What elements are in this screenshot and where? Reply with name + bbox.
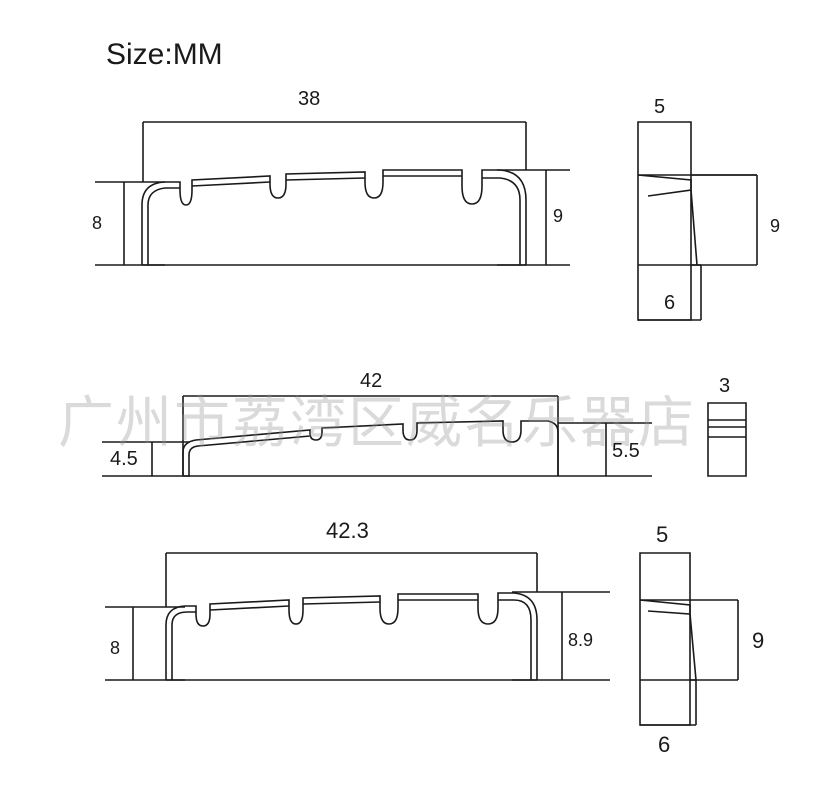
nut-1-left-height-label: 8 bbox=[92, 213, 103, 233]
nut-2-front-view bbox=[102, 396, 652, 476]
nut-1-side-view bbox=[638, 122, 757, 320]
nut-1-right-height-label: 9 bbox=[553, 206, 564, 226]
nut-3-side-bottom-label: 6 bbox=[658, 732, 671, 757]
nut-2-length-label: 42 bbox=[360, 370, 383, 392]
nut-1-side-height-label: 9 bbox=[770, 216, 781, 236]
nut-3-side-top-label: 5 bbox=[656, 522, 669, 547]
nut-2-right-height-label: 5.5 bbox=[612, 440, 640, 462]
nut-2-side-view bbox=[708, 403, 746, 476]
nut-1-side-top-label: 5 bbox=[654, 96, 666, 118]
size-unit-title: Size:MM bbox=[106, 38, 223, 71]
nut-3-right-height-label: 8.9 bbox=[568, 630, 594, 650]
nut-3-side-view bbox=[640, 553, 738, 725]
nut-3-side-height-label: 9 bbox=[752, 628, 765, 653]
nut-1-length-label: 38 bbox=[298, 88, 321, 110]
nut-1-front-view bbox=[95, 122, 570, 265]
nut-3-left-height-label: 8 bbox=[110, 638, 121, 658]
nut-2-left-height-label: 4.5 bbox=[110, 448, 138, 470]
nut-3-front-view bbox=[105, 553, 610, 680]
nut-3-length-label: 42.3 bbox=[326, 518, 369, 543]
nut-1-side-bottom-label: 6 bbox=[664, 292, 676, 314]
nut-2-side-top-label: 3 bbox=[719, 375, 731, 397]
